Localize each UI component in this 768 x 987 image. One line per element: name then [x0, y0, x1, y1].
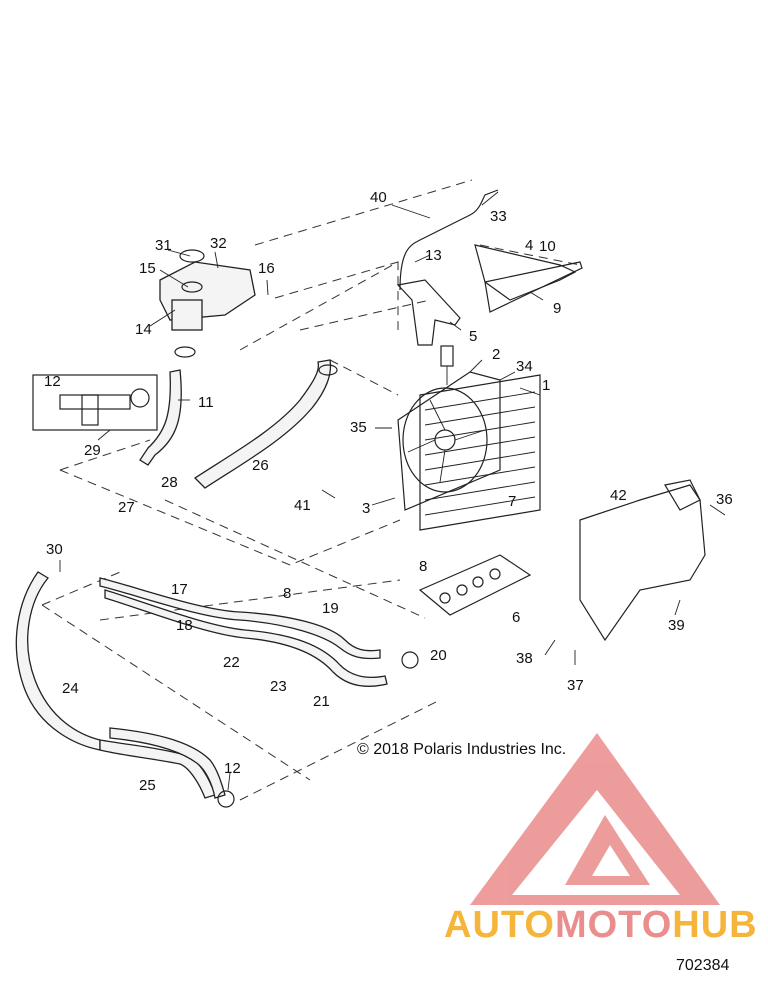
callout-32: 32 [210, 235, 227, 252]
copyright-notice: © 2018 Polaris Industries Inc. [357, 741, 567, 758]
callout-9: 9 [553, 300, 561, 317]
callout-5: 5 [469, 328, 477, 345]
detail-inset [32, 374, 158, 431]
hose-26 [193, 359, 338, 489]
callout-12b: 12 [224, 760, 241, 777]
callout-25: 25 [139, 777, 156, 794]
callout-4: 4 [525, 237, 533, 254]
callout-36: 36 [716, 491, 733, 508]
callout-7: 7 [508, 493, 516, 510]
callout-22: 22 [223, 654, 240, 671]
callout-40: 40 [370, 189, 387, 206]
callout-20: 20 [430, 647, 447, 664]
callout-28: 28 [161, 474, 178, 491]
callout-labels: 1 2 3 4 5 6 7 8 8 9 10 11 12 12 13 14 15… [44, 189, 733, 794]
hose-11 [139, 346, 196, 466]
callout-18: 18 [176, 617, 193, 634]
callout-1: 1 [542, 377, 550, 394]
callout-13: 13 [425, 247, 442, 264]
side-panel [579, 479, 706, 642]
radiator [419, 374, 541, 531]
callout-6: 6 [512, 609, 520, 626]
callout-29: 29 [84, 442, 101, 459]
callout-33: 33 [490, 208, 507, 225]
callout-41: 41 [294, 497, 311, 514]
callout-31: 31 [155, 237, 172, 254]
callout-27: 27 [118, 499, 135, 516]
watermark-logo [470, 733, 720, 905]
callout-42: 42 [610, 487, 627, 504]
mount-bracket [396, 279, 461, 346]
callout-3: 3 [362, 500, 370, 517]
watermark-wordmark: AUTOMOTOHUB [444, 904, 758, 947]
assembly-dashed-lines [41, 179, 581, 801]
callout-26: 26 [252, 457, 269, 474]
callout-14: 14 [135, 321, 152, 338]
callout-23: 23 [270, 678, 287, 695]
callout-12a: 12 [44, 373, 61, 390]
callout-30: 30 [46, 541, 63, 558]
watermark-part-auto: AUTO [444, 904, 555, 946]
callout-34: 34 [516, 358, 533, 375]
callout-10: 10 [539, 238, 556, 255]
callout-39: 39 [668, 617, 685, 634]
callout-35: 35 [350, 419, 367, 436]
callout-8b: 8 [283, 585, 291, 602]
overflow-tube [399, 189, 499, 291]
leader-lines [59, 191, 726, 791]
upper-bracket [474, 244, 583, 313]
callout-2: 2 [492, 346, 500, 363]
callout-15: 15 [139, 260, 156, 277]
callout-11: 11 [198, 394, 214, 411]
hose-25 [99, 727, 235, 808]
reference-number: 702384 [676, 957, 730, 974]
callout-37: 37 [567, 677, 584, 694]
watermark-part-moto: MOTO [554, 904, 673, 946]
callout-16: 16 [258, 260, 275, 277]
lower-plate [418, 554, 532, 616]
fan-motor [440, 345, 454, 385]
coolant-reservoir [159, 249, 256, 331]
callout-17: 17 [171, 581, 188, 598]
watermark-part-hub: HUB [672, 904, 758, 946]
callout-24: 24 [62, 680, 79, 697]
callout-8a: 8 [419, 558, 427, 575]
callout-21: 21 [313, 693, 330, 710]
callout-38: 38 [516, 650, 533, 667]
fan-shroud [397, 371, 501, 511]
tubes-17-18 [99, 577, 419, 687]
callout-19: 19 [322, 600, 339, 617]
